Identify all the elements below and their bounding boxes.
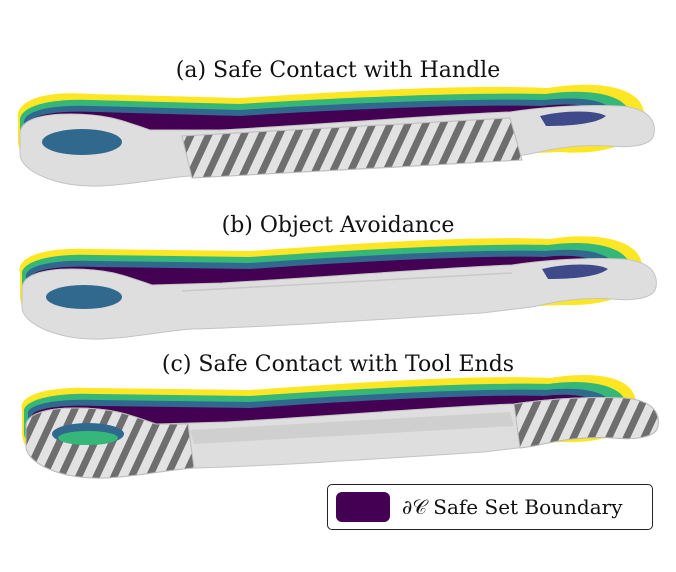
panel-b-wrench xyxy=(19,236,657,340)
ring-opening-inner xyxy=(58,431,118,445)
legend: ∂𝒞 Safe Set Boundary xyxy=(327,484,653,530)
jaw-opening xyxy=(540,111,606,126)
panel-c-title: (c) Safe Contact with Tool Ends xyxy=(161,352,515,377)
jaw-end-hatch xyxy=(513,396,659,449)
handle-hatch xyxy=(181,117,523,179)
legend-text: Safe Set Boundary xyxy=(433,495,623,519)
legend-label: ∂𝒞 Safe Set Boundary xyxy=(402,495,623,519)
ring-opening xyxy=(42,129,122,155)
panel-c-wrench xyxy=(21,375,659,479)
wrench-body xyxy=(21,257,657,340)
panel-b-title: (b) Object Avoidance xyxy=(221,213,455,238)
ring-opening xyxy=(46,285,122,309)
handle-top-face xyxy=(190,412,514,444)
panel-a-wrench xyxy=(17,84,655,187)
handle-edge xyxy=(181,272,513,292)
jaw-opening xyxy=(542,264,608,279)
panel-a-title: (a) Safe Contact with Handle xyxy=(175,58,501,83)
legend-swatch xyxy=(336,492,390,522)
legend-symbol: ∂𝒞 xyxy=(402,495,427,519)
